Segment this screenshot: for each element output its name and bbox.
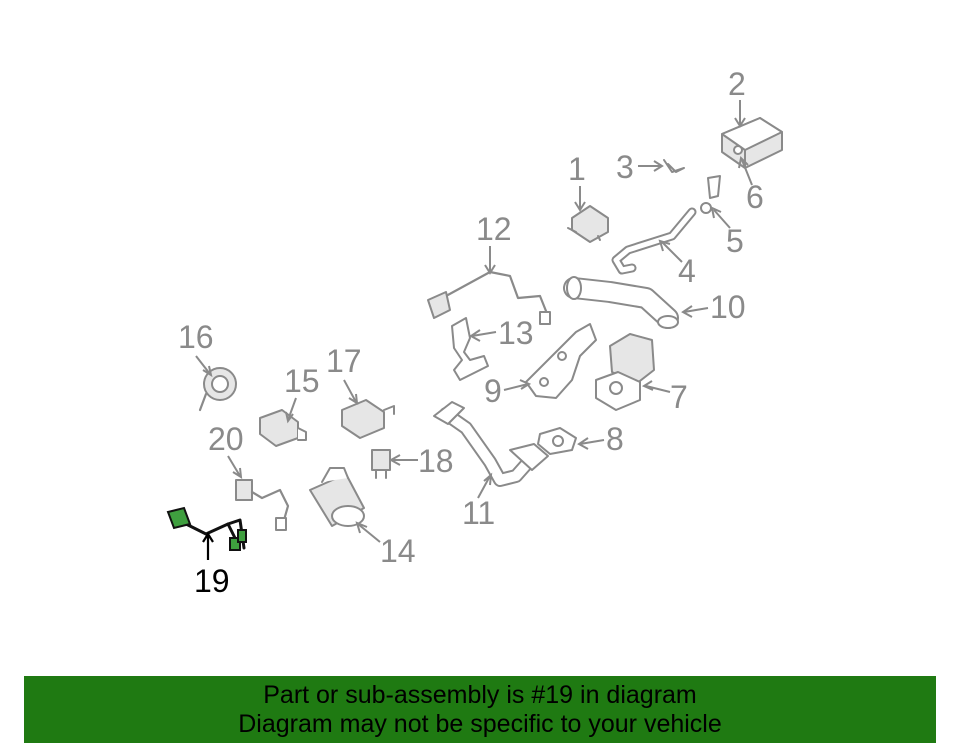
leader-19 [202,531,214,560]
part-4-hose[interactable] [611,207,697,275]
part-1-sensor[interactable] [567,205,609,243]
part-11-pipe[interactable] [433,401,549,487]
leader-17 [343,379,359,405]
part-9-plate[interactable] [525,323,597,399]
leader-14 [355,521,381,543]
leader-15 [285,397,297,424]
leader-6 [738,155,753,186]
part-20-sensor[interactable] [235,479,290,531]
leader-1 [574,186,586,212]
leader-11 [477,472,493,499]
callout-4[interactable]: 4 [678,253,696,289]
leader-13 [469,329,497,342]
leader-9 [503,379,532,391]
callout-18[interactable]: 18 [418,443,454,479]
callout-20[interactable]: 20 [208,421,244,457]
part-12-sensor[interactable] [427,270,551,325]
part-5-fitting[interactable] [700,175,721,214]
part-7-valve[interactable] [595,333,655,411]
part-2-module[interactable] [721,117,783,169]
banner-line-disclaimer: Diagram may not be specific to your vehi… [238,709,722,738]
parts-diagram: 2 6 3 1 5 4 10 12 [166,66,783,599]
callout-17[interactable]: 17 [326,343,362,379]
info-banner: Part or sub-assembly is #19 in diagram D… [24,676,936,743]
leader-4 [658,239,683,263]
callout-15[interactable]: 15 [284,363,320,399]
callout-7[interactable]: 7 [670,379,688,415]
callout-6[interactable]: 6 [746,179,764,215]
callout-14[interactable]: 14 [380,533,416,569]
leader-3 [638,160,664,172]
callout-19[interactable]: 19 [194,563,230,599]
callout-16[interactable]: 16 [178,319,214,355]
part-15-solenoid[interactable] [259,409,307,447]
part-18-sensor[interactable] [371,449,391,479]
leader-20 [227,455,243,479]
leader-10 [681,305,709,318]
leader-7 [641,380,671,393]
part-8-gasket[interactable] [537,427,577,455]
callout-1[interactable]: 1 [568,151,586,187]
leader-5 [710,206,731,229]
leader-12 [484,246,496,275]
banner-line-part: Part or sub-assembly is #19 in diagram [263,680,697,709]
callout-3[interactable]: 3 [616,149,634,185]
part-10-duct[interactable] [563,276,679,329]
part-19-harness[interactable] [166,506,247,551]
part-13-bracket[interactable] [451,317,489,381]
callout-8[interactable]: 8 [606,421,624,457]
leader-18 [388,454,418,466]
part-3-clip[interactable] [663,159,685,173]
callout-9[interactable]: 9 [484,373,502,409]
callout-5[interactable]: 5 [726,223,744,259]
leader-2 [734,100,746,128]
callout-12[interactable]: 12 [476,211,512,247]
leader-16 [195,355,213,378]
part-17-solenoid[interactable] [341,399,395,439]
part-16-actuator[interactable] [198,367,237,412]
part-14-canister[interactable] [309,467,365,527]
leader-8 [577,437,605,450]
callout-2[interactable]: 2 [728,66,746,102]
callout-13[interactable]: 13 [498,315,534,351]
callout-11[interactable]: 11 [462,495,495,531]
callout-10[interactable]: 10 [710,289,746,325]
